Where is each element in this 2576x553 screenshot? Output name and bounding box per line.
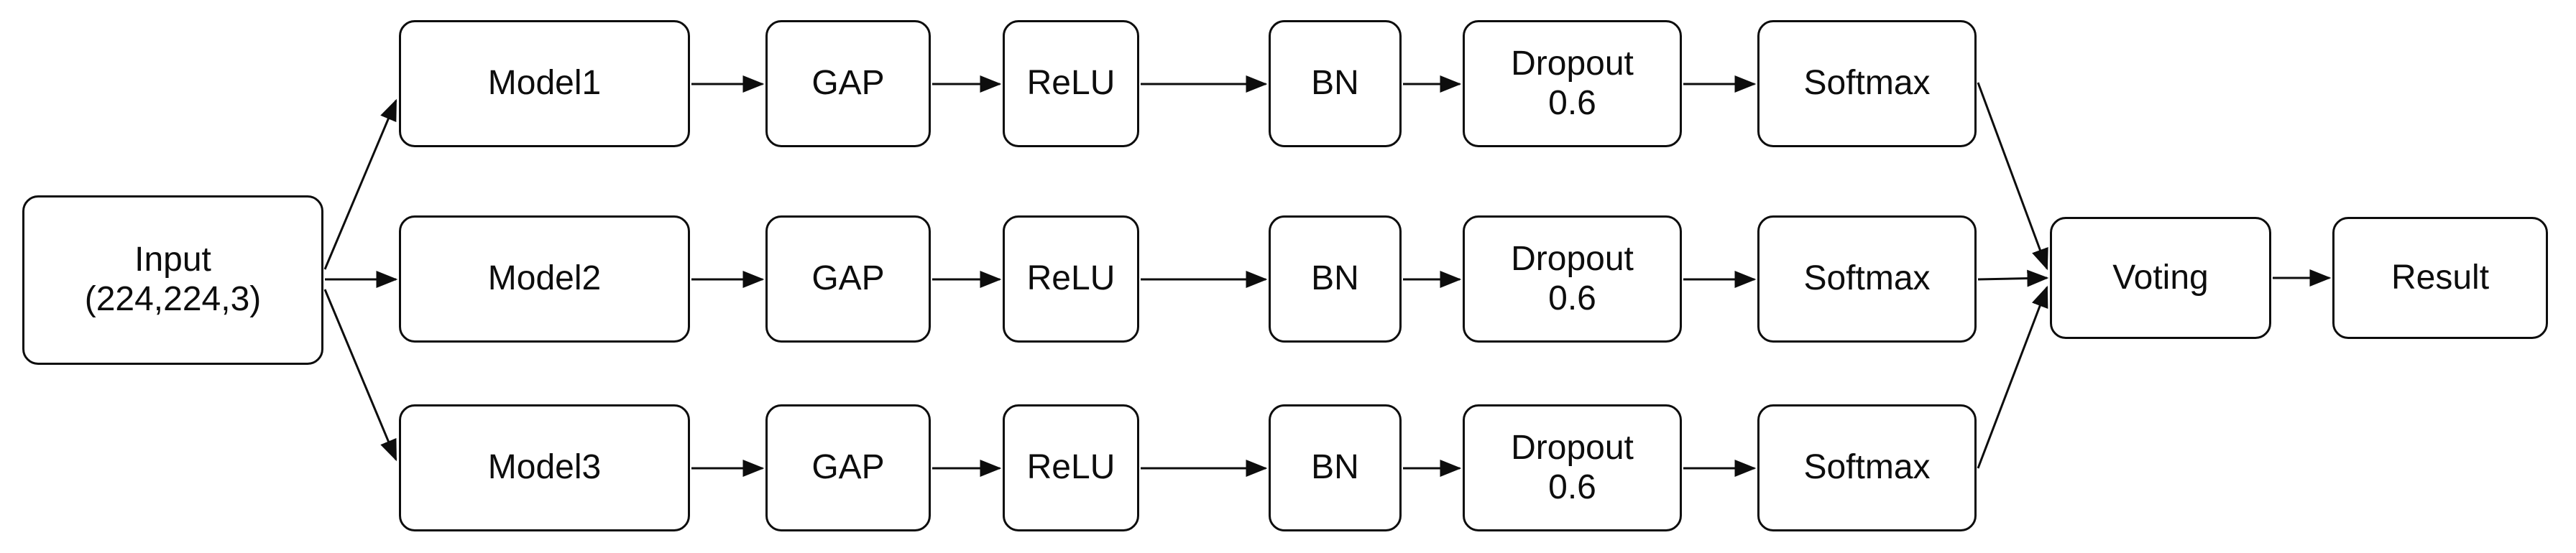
node-gap3[interactable]: GAP [765,404,931,531]
node-softmax1[interactable]: Softmax [1757,20,1977,147]
node-dropout3[interactable]: Dropout 0.6 [1463,404,1682,531]
node-voting[interactable]: Voting [2050,217,2271,339]
node-relu2[interactable]: ReLU [1003,215,1139,343]
node-model2[interactable]: Model2 [399,215,690,343]
node-bn2[interactable]: BN [1269,215,1402,343]
edge-input-to-model1 [323,98,397,270]
node-softmax3[interactable]: Softmax [1757,404,1977,531]
node-relu3[interactable]: ReLU [1003,404,1139,531]
node-bn3[interactable]: BN [1269,404,1402,531]
node-gap2[interactable]: GAP [765,215,931,343]
edge-input-to-model3 [323,289,397,462]
node-dropout1[interactable]: Dropout 0.6 [1463,20,1682,147]
edge-softmax3-to-voting [1977,285,2048,469]
node-gap1[interactable]: GAP [765,20,931,147]
node-relu1[interactable]: ReLU [1003,20,1139,147]
node-softmax2[interactable]: Softmax [1757,215,1977,343]
node-input[interactable]: Input (224,224,3) [22,195,323,365]
node-dropout2[interactable]: Dropout 0.6 [1463,215,1682,343]
edge-softmax1-to-voting [1977,82,2048,271]
edge-softmax2-to-voting [1977,269,2049,287]
node-result[interactable]: Result [2332,217,2548,339]
node-bn1[interactable]: BN [1269,20,1402,147]
node-model1[interactable]: Model1 [399,20,690,147]
node-model3[interactable]: Model3 [399,404,690,531]
